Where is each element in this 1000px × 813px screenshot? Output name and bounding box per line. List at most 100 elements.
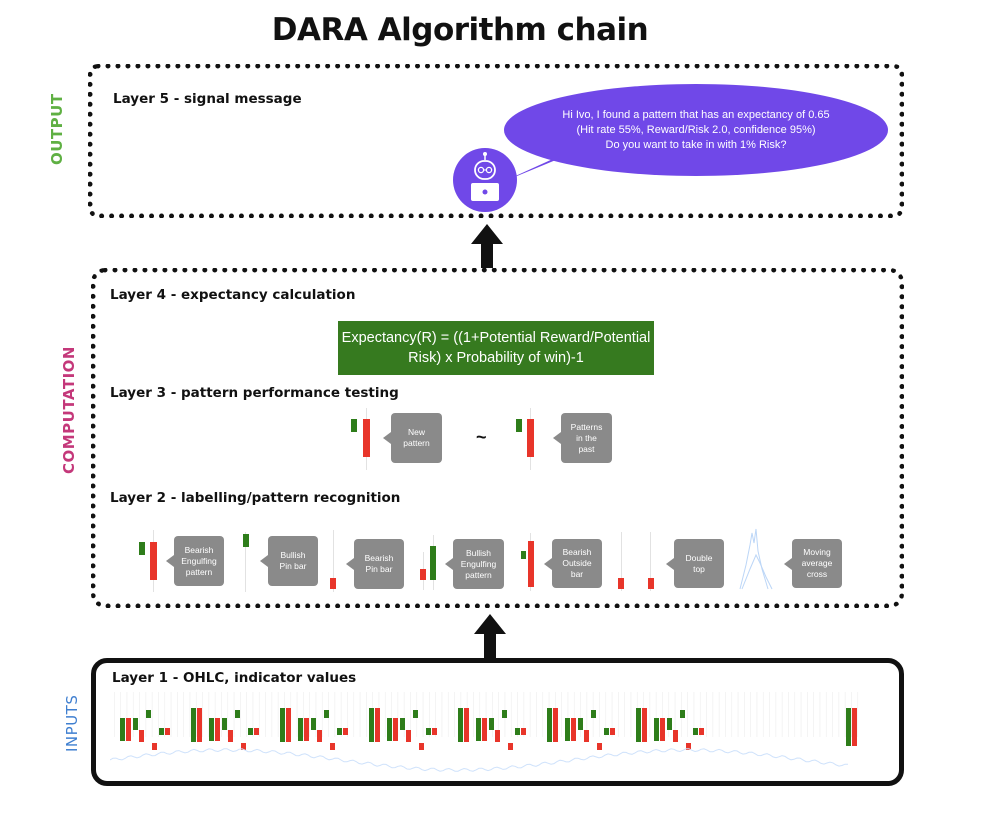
candle-wick [245,532,246,592]
callout-pattern-2: Bullish Pin bar [260,536,318,586]
candle-bear [852,708,857,746]
chart-gridline [214,692,216,737]
candle-bull [324,710,329,718]
candle-bear [482,718,487,741]
chart-gridline [347,692,348,737]
chart-gridline [586,692,588,737]
chart-gridline [435,692,436,737]
candle-bear [648,578,654,589]
chart-gridline [233,692,235,737]
chart-gridline [227,692,229,737]
formula-line-2: Risk) x Probability of win)-1 [408,350,584,366]
message-line-1: Hi Ivo, I found a pattern that has an ex… [562,108,830,121]
section-label-inputs: INPUTS [63,694,81,752]
indicator-line [110,748,849,772]
callout-text: Pin bar [279,561,307,571]
candle-bear [165,728,170,735]
candle-bear [215,718,220,741]
candle-bull [476,718,481,741]
chart-gridline [145,692,147,737]
formula-line-1: Expectancy(R) = ((1+Potential Reward/Pot… [341,330,651,346]
candle-bull [337,728,342,735]
candle-bear [139,730,144,742]
moving-average-cross-lines [739,528,773,590]
callout-text: past [578,443,595,454]
chart-gridline [252,692,254,737]
chart-gridline [851,692,852,737]
candle-bear [363,419,370,457]
callout-text: in the [576,432,597,443]
candle-bull [502,710,507,718]
callout-pattern-3: Bearish Pin bar [346,539,404,589]
chart-gridline [132,692,134,737]
callout-new-pattern: New pattern [383,413,442,463]
chart-gridline [662,692,663,737]
candle-bear [393,718,398,741]
callout-text: average [801,558,833,568]
chart-gridline [838,692,840,737]
candle-bear [126,718,131,741]
candle-bull [591,710,596,718]
candle-bull [654,718,659,741]
candle-bear [508,743,513,750]
callout-text: Bearish [184,544,214,555]
candle-bear [528,541,534,587]
chart-gridline [485,692,487,737]
callout-text: Engulfing [181,555,217,566]
callout-text: Moving [803,547,831,557]
chart-gridline [712,692,714,737]
candle-bull [243,534,249,547]
callout-text: Bearish [562,547,592,557]
layer1-title: Layer 1 - OHLC, indicator values [112,670,357,686]
chart-gridline [775,692,777,737]
chart-gridline [164,692,166,737]
candle-bull [680,710,685,718]
chart-gridline [599,692,600,737]
message-line-3: Do you want to take in with 1% Risk? [605,138,787,151]
candle-bear [406,730,411,742]
chart-gridline [429,692,430,737]
chart-gridline [649,692,651,737]
chart-gridline [693,692,695,737]
chart-gridline [441,692,443,737]
candle-bear [571,718,576,741]
candle-bear [375,708,380,742]
inputs-box [91,658,904,786]
candle-bull [430,546,436,580]
candle-wick [650,532,651,591]
candle-bull [387,718,392,741]
chart-gridline [454,692,455,737]
candle-bull [120,718,125,741]
chart-gridline [618,692,619,737]
candle-bear [330,743,335,750]
candle-bull [248,728,253,735]
layer4-title: Layer 4 - expectancy calculation [110,287,356,303]
chart-gridline [114,692,115,737]
chart-gridline [605,692,607,737]
candle-bull [458,708,463,742]
callout-text: New [407,427,425,437]
candle-bear [330,578,336,589]
callout-text: Bullish [280,550,306,560]
candle-bear [686,743,691,750]
chart-gridline [573,692,575,737]
candle-bull [133,718,138,730]
chart-gridline [177,692,178,737]
candle-bear [150,542,157,580]
callout-pattern-5: Bearish Outside bar [544,539,602,588]
candle-bull [159,728,164,735]
chart-gridline [277,692,279,737]
candle-bear [420,569,426,580]
chart-gridline [857,692,859,737]
expectancy-formula: Expectancy(R) = ((1+Potential Reward/Pot… [338,321,654,375]
callout-text: Bullish [465,547,492,558]
candle-bear [317,730,322,742]
chart-gridline [271,692,273,737]
chart-gridline [410,692,411,737]
candle-bear [464,708,469,742]
chart-gridline [208,692,210,737]
chart-gridline [800,692,802,737]
chart-gridline [832,692,833,737]
chart-gridline [422,692,424,737]
chart-gridline [725,692,726,737]
